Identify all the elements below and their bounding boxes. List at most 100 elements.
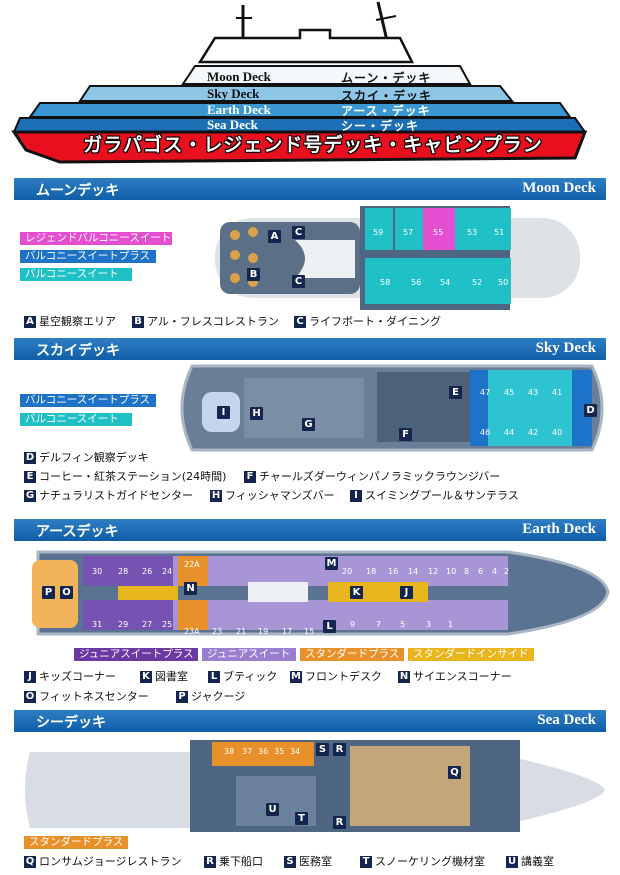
earth-cabin-9: 9 xyxy=(350,620,356,629)
earth-cabin-15: 15 xyxy=(304,627,315,636)
earth-cabin-30: 30 xyxy=(92,567,103,576)
sea-cabin-38: 38 xyxy=(224,747,235,756)
sea-deck-en-title: Sea Deck xyxy=(537,712,596,728)
legend-junior-suite-plus: ジュニアスイートプラス xyxy=(74,648,198,661)
map-marker-c-top: C xyxy=(292,226,305,239)
sky-deck-jp-title: スカイデッキ xyxy=(36,343,120,359)
map-marker-q: Q xyxy=(448,766,461,779)
map-marker-f: F xyxy=(399,428,412,441)
map-marker-p: P xyxy=(42,586,55,599)
header-deck-en-earth: Earth Deck xyxy=(207,102,271,117)
sea-deck-bar: シーデッキ Sea Deck xyxy=(14,710,606,732)
map-marker-j: J xyxy=(400,586,413,599)
map-marker-d: D xyxy=(584,404,597,417)
earth-cabin-26: 26 xyxy=(142,567,153,576)
earth-cabin-6: 6 xyxy=(478,567,484,576)
legend-sea-standard-plus: スタンダードプラス xyxy=(24,836,128,849)
earth-cabin-18: 18 xyxy=(366,567,377,576)
legend-standard-plus: スタンダードプラス xyxy=(300,648,404,661)
earth-cabin-24: 24 xyxy=(162,567,173,576)
sky-deck-bar: スカイデッキ Sky Deck xyxy=(14,338,606,360)
cabin-50: 50 xyxy=(498,278,509,287)
map-marker-t: T xyxy=(295,812,308,825)
moon-deck-jp-title: ムーンデッキ xyxy=(36,183,120,199)
ship-illustration xyxy=(11,1,588,164)
earth-cabin-29: 29 xyxy=(118,620,129,629)
sky-cabin-45: 45 xyxy=(504,388,515,397)
earth-cabin-3: 3 xyxy=(426,620,432,629)
earth-cabin-27: 27 xyxy=(142,620,153,629)
cabin-57: 57 xyxy=(403,228,414,237)
earth-cabin-19: 19 xyxy=(258,627,269,636)
legend-balcony-suite-plus: バルコニースイートプラス xyxy=(20,250,156,263)
earth-cabin-28: 28 xyxy=(118,567,129,576)
cabin-54: 54 xyxy=(440,278,451,287)
earth-cabin-17: 17 xyxy=(282,627,293,636)
earth-cabin-7: 7 xyxy=(376,620,382,629)
sea-cabin-34: 34 xyxy=(290,747,301,756)
earth-cabin-2: 2 xyxy=(504,567,510,576)
cabin-53: 53 xyxy=(467,228,478,237)
sea-cabin-35: 35 xyxy=(274,747,285,756)
sky-deck-plan xyxy=(180,364,604,452)
earth-cabin-14: 14 xyxy=(408,567,419,576)
header-deck-en-sky: Sky Deck xyxy=(207,86,260,101)
sky-cabin-41: 41 xyxy=(552,388,563,397)
map-marker-o: O xyxy=(60,586,73,599)
header-deck-jp-sea: シー・デッキ xyxy=(341,119,420,133)
sky-cabin-44: 44 xyxy=(504,428,515,437)
earth-cabin-4: 4 xyxy=(492,567,498,576)
earth-cabin-20: 20 xyxy=(342,567,353,576)
cabin-56: 56 xyxy=(411,278,422,287)
cabin-51: 51 xyxy=(494,228,505,237)
map-marker-r-top: R xyxy=(333,743,346,756)
map-marker-m: M xyxy=(325,557,338,570)
map-marker-l: L xyxy=(323,620,336,633)
header-deck-jp-sky: スカイ・デッキ xyxy=(341,89,433,103)
legend-sky-balcony-suite-plus: バルコニースイートプラス xyxy=(20,394,156,407)
map-marker-a: A xyxy=(268,230,281,243)
sea-cabin-37: 37 xyxy=(242,747,253,756)
map-marker-s: S xyxy=(316,743,329,756)
legend-junior-suite: ジュニアスイート xyxy=(202,648,296,661)
sky-cabin-43: 43 xyxy=(528,388,539,397)
map-marker-h: H xyxy=(250,407,263,420)
header-deck-jp-moon: ムーン・デッキ xyxy=(341,71,432,85)
legend-balcony-suite: バルコニースイート xyxy=(20,268,132,281)
legend-legend-balcony-suite: レジェンドバルコニースイート xyxy=(20,232,172,245)
header-deck-jp-earth: アース・デッキ xyxy=(341,104,431,118)
earth-cabin-21: 21 xyxy=(236,627,247,636)
sea-deck-plan xyxy=(25,740,605,832)
earth-cabin-10: 10 xyxy=(446,567,457,576)
earth-cabin-23a: 23A xyxy=(184,627,200,636)
moon-deck-en-title: Moon Deck xyxy=(522,180,596,196)
earth-cabin-16: 16 xyxy=(388,567,399,576)
cabin-52: 52 xyxy=(472,278,483,287)
header-deck-en-sea: Sea Deck xyxy=(207,117,258,132)
earth-cabin-25: 25 xyxy=(162,620,173,629)
map-marker-e: E xyxy=(449,386,462,399)
cabin-58: 58 xyxy=(380,278,391,287)
earth-cabin-23: 23 xyxy=(212,627,223,636)
cabin-55: 55 xyxy=(433,228,444,237)
map-marker-b: B xyxy=(247,268,260,281)
earth-cabin-12: 12 xyxy=(428,567,439,576)
page-title: ガラパゴス・レジェンド号デッキ・キャビンプラン xyxy=(83,134,543,156)
sea-deck-jp-title: シーデッキ xyxy=(36,715,106,731)
earth-deck-en-title: Earth Deck xyxy=(522,521,596,537)
header-deck-en-moon: Moon Deck xyxy=(207,69,271,84)
